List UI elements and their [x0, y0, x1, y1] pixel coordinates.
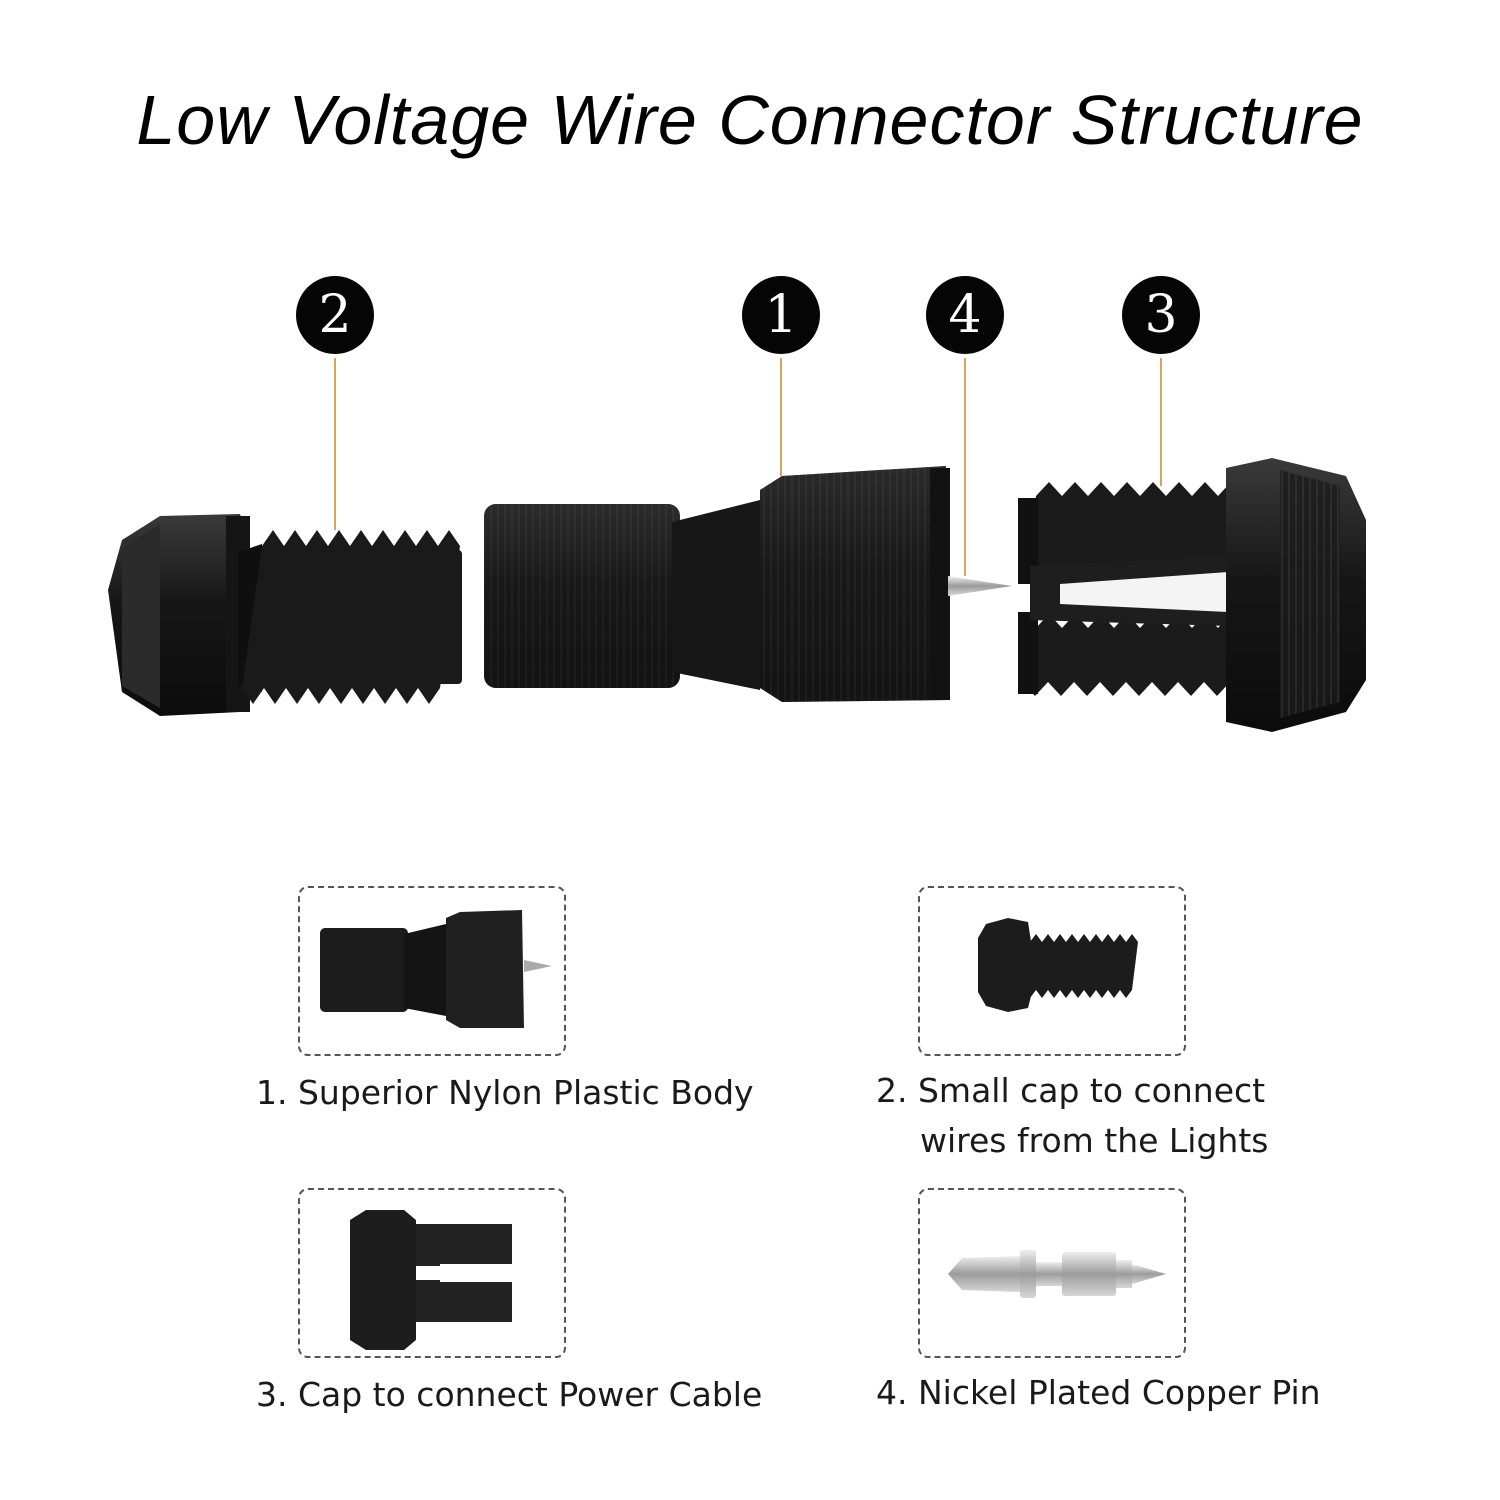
part-caption-4: 4. Nickel Plated Copper Pin — [876, 1373, 1321, 1412]
part-caption-3: 3. Cap to connect Power Cable — [256, 1375, 763, 1414]
body-part — [484, 466, 950, 702]
part-caption-2-line1: 2. Small cap to connect — [876, 1071, 1266, 1110]
connector-assembly-illustration — [108, 458, 1366, 732]
leader-line-3 — [1160, 358, 1162, 486]
diagram-title: Low Voltage Wire Connector Structure — [136, 81, 1364, 159]
pin-tip — [948, 576, 1012, 596]
small-cap-thumbnail — [978, 918, 1138, 1012]
part-card-body — [298, 886, 566, 1056]
pin-thumbnail — [948, 1250, 1166, 1298]
callout-badge-1: 1 — [742, 276, 820, 354]
leader-line-4 — [964, 358, 966, 576]
leader-line-1 — [780, 358, 782, 476]
part-card-small-cap — [918, 886, 1186, 1056]
callout-badge-4: 4 — [926, 276, 1004, 354]
part-card-power-cable-cap — [298, 1188, 566, 1358]
leader-line-2 — [334, 358, 336, 530]
part-card-pin — [918, 1188, 1186, 1358]
power-cable-cap-thumbnail — [350, 1210, 512, 1350]
power-cable-cap-part — [1018, 458, 1366, 732]
part-caption-2-line2: wires from the Lights — [920, 1121, 1269, 1160]
small-cap-part — [108, 514, 462, 716]
callout-badge-2: 2 — [296, 276, 374, 354]
callout-badge-3: 3 — [1122, 276, 1200, 354]
body-thumbnail — [320, 910, 552, 1028]
part-caption-1: 1. Superior Nylon Plastic Body — [256, 1073, 754, 1112]
